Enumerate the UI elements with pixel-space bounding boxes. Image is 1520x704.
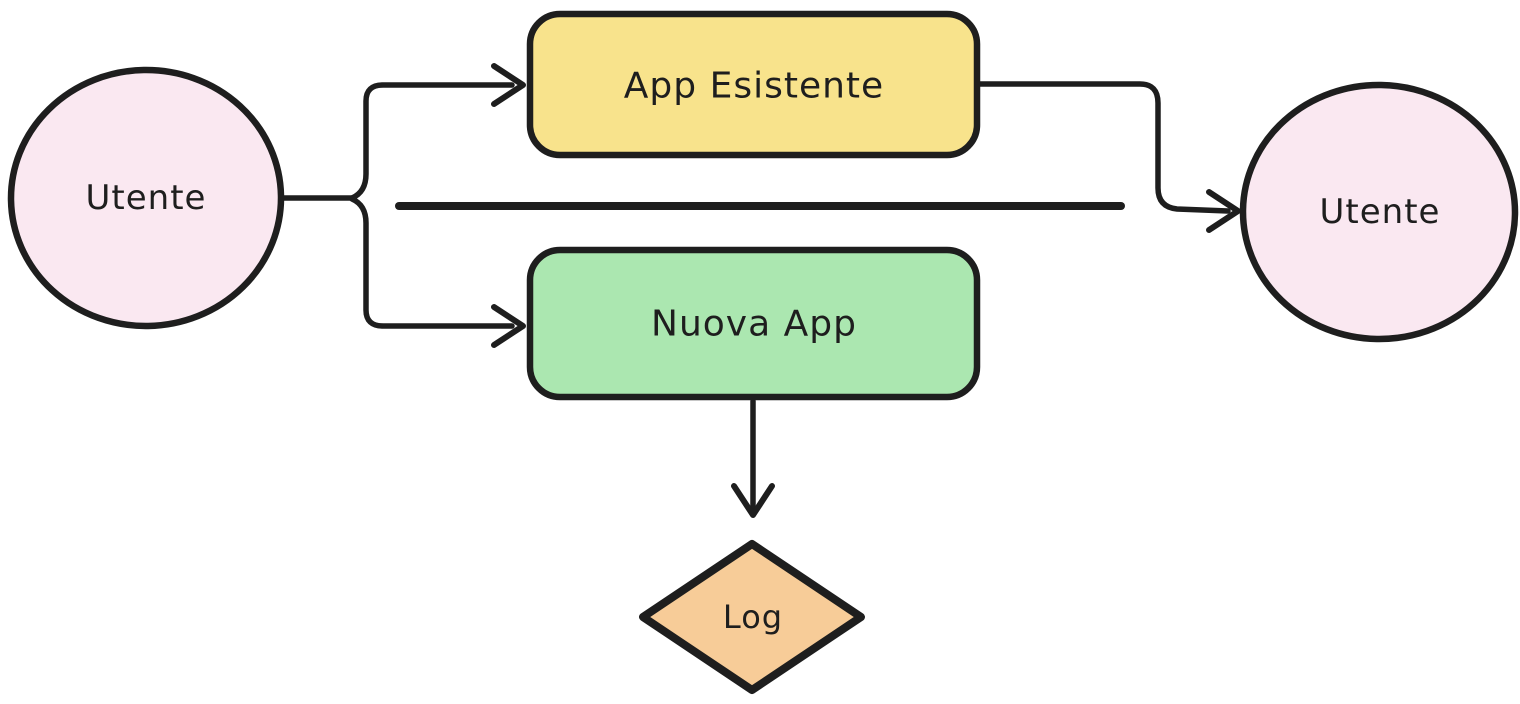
edge-user-left-to-nuova-app-arrowhead bbox=[491, 304, 526, 348]
node-user-right-label: Utente bbox=[1319, 192, 1441, 232]
edge-app-esistente-to-user-right[interactable] bbox=[977, 81, 1231, 214]
edges-layer bbox=[281, 63, 1241, 518]
edge-user-left-to-app-esistente[interactable] bbox=[349, 82, 515, 201]
node-nuova-app-label: Nuova App bbox=[651, 303, 857, 345]
node-user-right-circle[interactable] bbox=[1239, 81, 1519, 343]
edge-nuova-app-to-log-arrowhead bbox=[731, 483, 775, 518]
shapes-layer bbox=[7, 10, 1519, 694]
node-app-esistente-box[interactable] bbox=[526, 10, 981, 159]
node-user-left-label: Utente bbox=[85, 178, 207, 218]
edge-user-left-to-nuova-app[interactable] bbox=[349, 196, 515, 329]
node-app-esistente-label: App Esistente bbox=[623, 65, 885, 107]
edge-app-esistente-to-user-right-arrowhead bbox=[1206, 189, 1241, 233]
edge-user-left-to-app-esistente-arrowhead bbox=[491, 63, 526, 107]
node-log-diamond[interactable] bbox=[639, 540, 865, 694]
node-nuova-app-box[interactable] bbox=[526, 246, 981, 401]
node-log-label: Log bbox=[722, 598, 784, 636]
node-user-left-circle[interactable] bbox=[7, 66, 285, 330]
